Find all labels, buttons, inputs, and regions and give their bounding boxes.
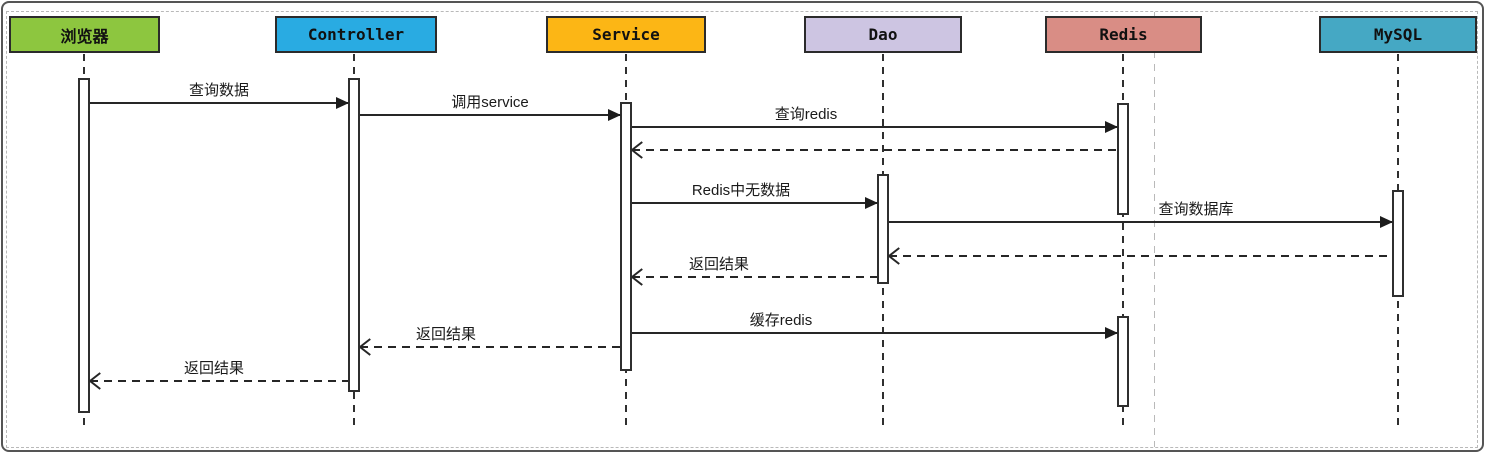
participant-controller: Controller xyxy=(275,16,437,53)
message-mysql-return-to-dao xyxy=(889,255,1392,257)
activation-bar-browser xyxy=(78,78,90,413)
filled-arrowhead-icon xyxy=(608,109,621,121)
message-service-to-redis: 查询redis xyxy=(632,106,1118,133)
message-line xyxy=(90,102,348,104)
activation-bar-mysql xyxy=(1392,190,1404,297)
activation-bar-service xyxy=(620,102,632,371)
message-line xyxy=(632,202,877,204)
filled-arrowhead-icon xyxy=(1105,121,1118,133)
filled-arrowhead-icon xyxy=(865,197,878,209)
message-label: 返回结果 xyxy=(685,256,753,273)
open-arrowhead-icon xyxy=(360,347,374,349)
participant-dao-label: Dao xyxy=(868,25,898,44)
message-label: 查询数据库 xyxy=(1155,201,1237,218)
participant-browser: 浏览器 xyxy=(9,16,160,53)
participant-redis: Redis xyxy=(1045,16,1202,53)
participant-controller-label: Controller xyxy=(307,25,405,44)
message-controller-to-service: 调用service xyxy=(360,94,621,121)
message-label: 查询数据 xyxy=(185,82,253,99)
participant-dao: Dao xyxy=(804,16,962,53)
message-label: 调用service xyxy=(448,94,532,111)
message-label: 返回结果 xyxy=(412,326,480,343)
message-line xyxy=(889,255,1392,257)
message-label: 缓存redis xyxy=(746,312,816,329)
message-line xyxy=(632,126,1117,128)
message-controller-return-to-browser: 返回结果 xyxy=(90,360,348,383)
activation-bar-redis-1 xyxy=(1117,103,1129,215)
message-redis-return-to-service xyxy=(632,149,1117,151)
open-arrowhead-icon xyxy=(889,256,903,258)
message-label: 返回结果 xyxy=(180,360,248,377)
activation-bar-dao xyxy=(877,174,889,284)
participant-redis-label: Redis xyxy=(1099,25,1148,44)
lifeline-redis xyxy=(1122,54,1124,426)
participant-mysql: MySQL xyxy=(1319,16,1477,53)
activation-bar-controller xyxy=(348,78,360,392)
message-dao-return-to-service: 返回结果 xyxy=(632,256,877,279)
message-line xyxy=(360,346,620,348)
message-line xyxy=(889,221,1392,223)
page-divider-guide xyxy=(1154,12,1155,447)
message-line xyxy=(632,149,1117,151)
message-line xyxy=(360,114,620,116)
filled-arrowhead-icon xyxy=(336,97,349,109)
open-arrowhead-icon xyxy=(632,277,646,279)
message-dao-to-mysql: 查询数据库 xyxy=(889,201,1393,228)
message-service-to-dao: Redis中无数据 xyxy=(632,182,878,209)
open-arrowhead-icon xyxy=(632,150,646,152)
message-label: Redis中无数据 xyxy=(688,182,794,199)
message-line xyxy=(90,380,348,382)
filled-arrowhead-icon xyxy=(1105,327,1118,339)
open-arrowhead-icon xyxy=(90,381,104,383)
participant-mysql-label: MySQL xyxy=(1373,25,1423,44)
message-line xyxy=(632,276,877,278)
activation-bar-redis-2 xyxy=(1117,316,1129,407)
message-label: 查询redis xyxy=(771,106,841,123)
participant-browser-label: 浏览器 xyxy=(60,26,109,46)
message-service-cache-redis: 缓存redis xyxy=(632,312,1118,339)
message-line xyxy=(632,332,1117,334)
message-browser-to-controller: 查询数据 xyxy=(90,82,349,109)
page-boundary-dashed-rect xyxy=(6,11,1478,448)
message-service-return-to-controller: 返回结果 xyxy=(360,326,620,349)
filled-arrowhead-icon xyxy=(1380,216,1393,228)
participant-service: Service xyxy=(546,16,706,53)
participant-service-label: Service xyxy=(592,25,660,44)
